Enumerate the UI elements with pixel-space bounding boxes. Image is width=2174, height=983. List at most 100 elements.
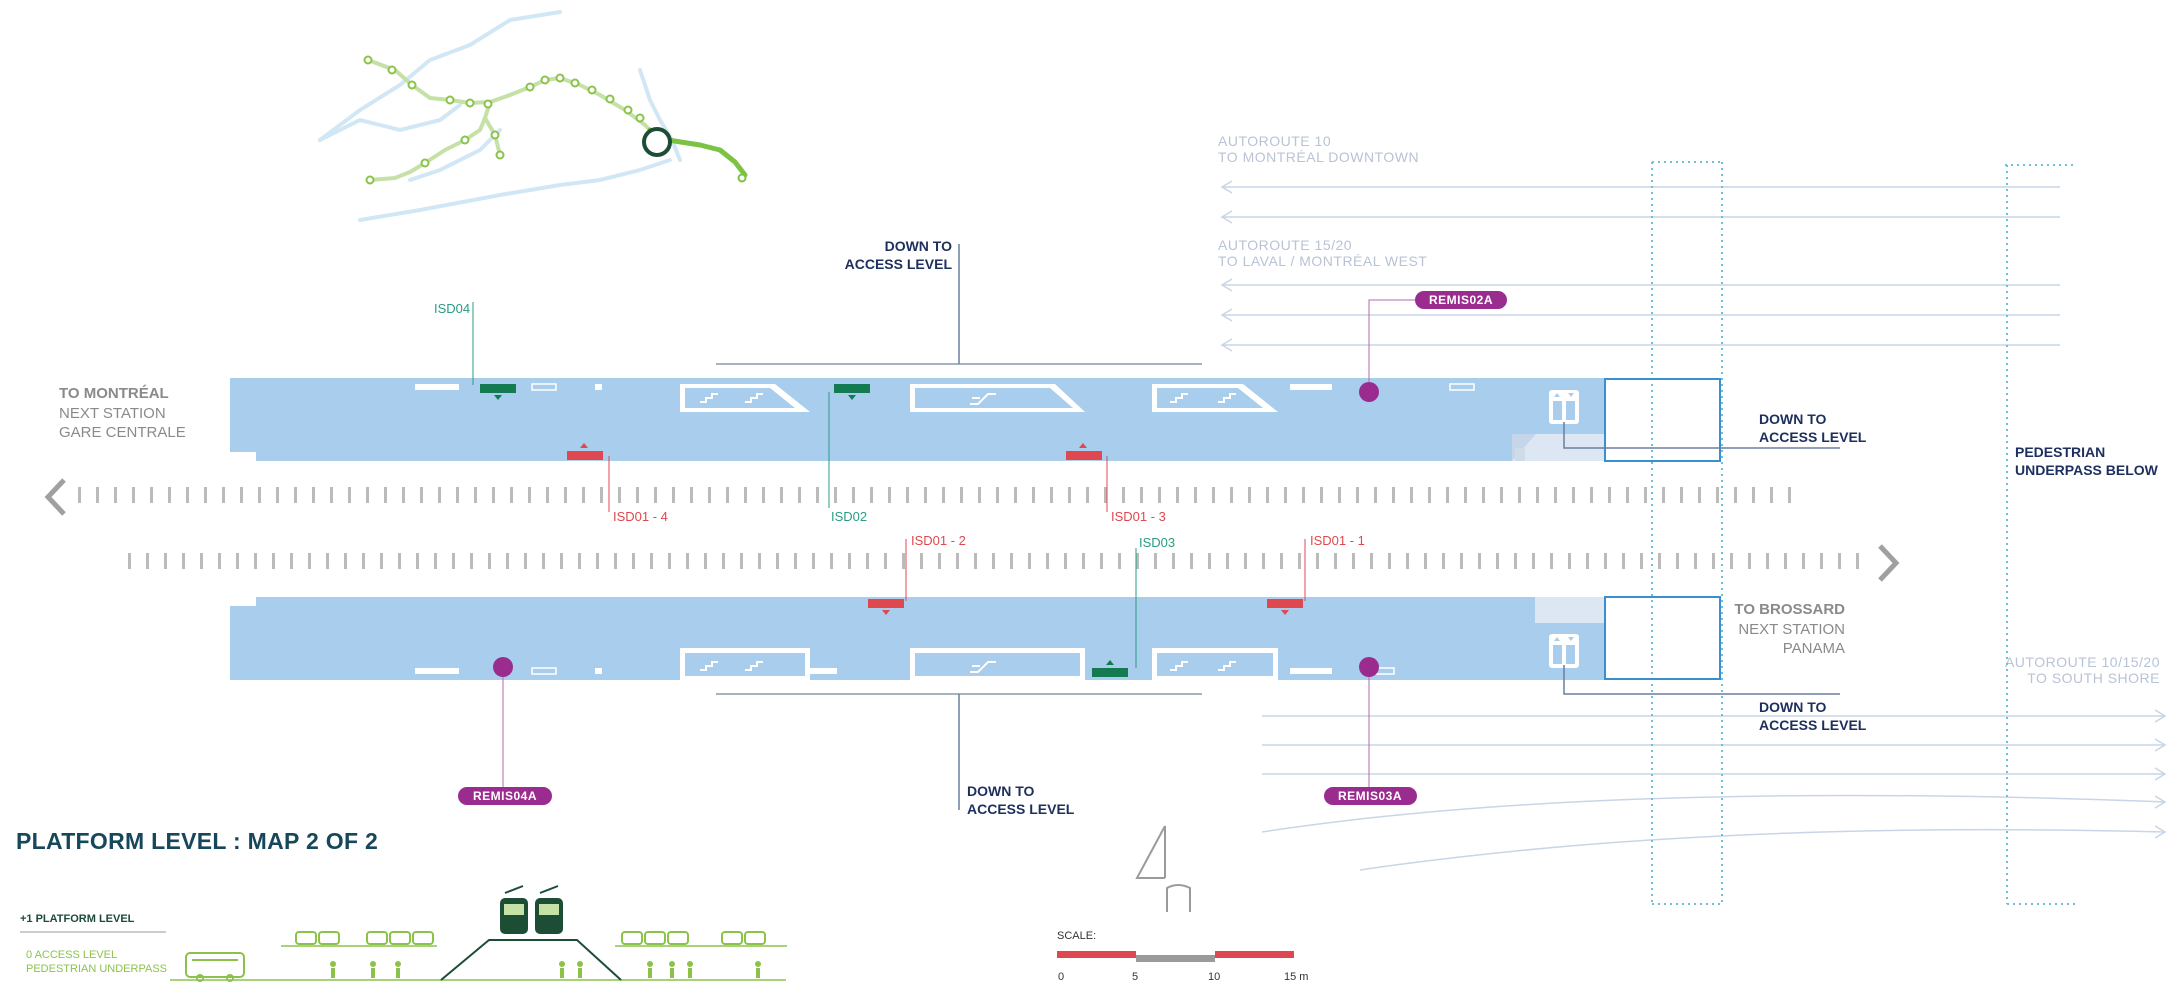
track-tie <box>1302 487 1305 503</box>
track-tie <box>834 487 837 503</box>
track-tie <box>150 487 153 503</box>
track-tie <box>1014 487 1017 503</box>
track-tie <box>384 487 387 503</box>
track-tie <box>1208 553 1211 569</box>
scale-bar: SCALE: 0 5 10 15 m <box>1057 930 1308 983</box>
bus-icon <box>185 952 245 982</box>
track-tie <box>686 553 689 569</box>
remis03a-label: REMIS03A <box>1338 789 1402 803</box>
track-tie <box>852 487 855 503</box>
track-tie <box>1856 553 1859 569</box>
track-tie <box>1514 553 1517 569</box>
track-tie <box>222 487 225 503</box>
track-tie <box>654 487 657 503</box>
escalator-well-south <box>910 648 1085 680</box>
isd01-2-marker: ISD01 - 2 <box>868 533 966 615</box>
track-tie <box>1532 553 1535 569</box>
track-tie <box>650 553 653 569</box>
track-tie <box>416 553 419 569</box>
elevator-south <box>1549 596 1721 680</box>
track-tie <box>456 487 459 503</box>
isd03-label: ISD03 <box>1139 535 1175 550</box>
track-tie <box>488 553 491 569</box>
track-tie <box>276 487 279 503</box>
scale-tick-10: 10 <box>1208 971 1220 983</box>
rem-line-light <box>366 58 662 182</box>
isd01-3-marker: ISD01 - 3 <box>1066 443 1166 524</box>
direction-montreal-next: NEXT STATION <box>59 405 166 422</box>
stairs-icon <box>700 393 1236 403</box>
track-tie <box>600 487 603 503</box>
track-tie <box>1730 553 1733 569</box>
legend-pedestrian-underpass: PEDESTRIAN UNDERPASS <box>26 963 167 975</box>
track-tie <box>474 487 477 503</box>
track-tie <box>132 487 135 503</box>
track-tie <box>272 553 275 569</box>
track-tie <box>888 487 891 503</box>
track-tie <box>740 553 743 569</box>
track-tie <box>978 487 981 503</box>
track-tie <box>146 553 149 569</box>
south-shore-label: AUTOROUTE 10/15/20 TO SOUTH SHORE <box>2005 654 2160 686</box>
track-eastbound <box>128 544 1900 582</box>
track-tie <box>1388 553 1391 569</box>
scale-tick-5: 5 <box>1132 971 1138 983</box>
track-tie <box>1716 487 1719 503</box>
southbound-highway-lanes <box>1261 709 2167 871</box>
track-tie <box>1766 553 1769 569</box>
track-tie <box>722 553 725 569</box>
track-tie <box>582 487 585 503</box>
pedestrian-underpass-line2: UNDERPASS BELOW <box>2015 462 2159 478</box>
escalator-well-north <box>910 384 1085 412</box>
track-tie <box>182 553 185 569</box>
track-tie <box>1352 553 1355 569</box>
stair-well-south-1 <box>680 648 810 680</box>
track-tie <box>1334 553 1337 569</box>
direction-brossard-title: TO BROSSARD <box>1734 601 1845 618</box>
track-tie <box>1410 487 1413 503</box>
scale-tick-15: 15 m <box>1284 971 1308 983</box>
track-tie <box>992 553 995 569</box>
isd01-3-label: ISD01 - 3 <box>1111 509 1166 524</box>
track-tie <box>938 553 941 569</box>
track-tie <box>1622 553 1625 569</box>
track-tie <box>1464 487 1467 503</box>
track-tie <box>312 487 315 503</box>
track-tie <box>308 553 311 569</box>
track-tie <box>816 487 819 503</box>
track-tie <box>326 553 329 569</box>
track-tie <box>1518 487 1521 503</box>
track-tie <box>560 553 563 569</box>
isd01-1-marker: ISD01 - 1 <box>1267 533 1365 615</box>
track-tie <box>1640 553 1643 569</box>
track-tie <box>1676 553 1679 569</box>
track-tie <box>1712 553 1715 569</box>
access-south-line2: ACCESS LEVEL <box>1759 717 1867 733</box>
track-tie <box>974 553 977 569</box>
track-tie <box>848 553 851 569</box>
track-tie <box>1428 487 1431 503</box>
track-tie <box>1770 487 1773 503</box>
track-tie <box>708 487 711 503</box>
track-tie <box>1050 487 1053 503</box>
track-tie <box>1194 487 1197 503</box>
track-tie <box>1586 553 1589 569</box>
isd02-marker: ISD02 <box>828 384 870 524</box>
track-tie <box>240 487 243 503</box>
track-tie <box>1662 487 1665 503</box>
north-arrow-icon <box>1135 825 1191 912</box>
track-tie <box>1082 553 1085 569</box>
track-tie <box>906 487 909 503</box>
direction-brossard: TO BROSSARD NEXT STATION PANAMA <box>1734 601 1845 657</box>
access-callout-top: DOWN TO ACCESS LEVEL <box>716 238 1202 365</box>
track-tie <box>330 487 333 503</box>
river-lines <box>318 10 682 222</box>
track-tie <box>1046 553 1049 569</box>
track-tie <box>924 487 927 503</box>
platform-benches-south <box>415 667 1395 675</box>
track-tie <box>1802 553 1805 569</box>
track-tie <box>1838 553 1841 569</box>
track-tie <box>780 487 783 503</box>
track-tie <box>398 553 401 569</box>
track-tie <box>1028 553 1031 569</box>
